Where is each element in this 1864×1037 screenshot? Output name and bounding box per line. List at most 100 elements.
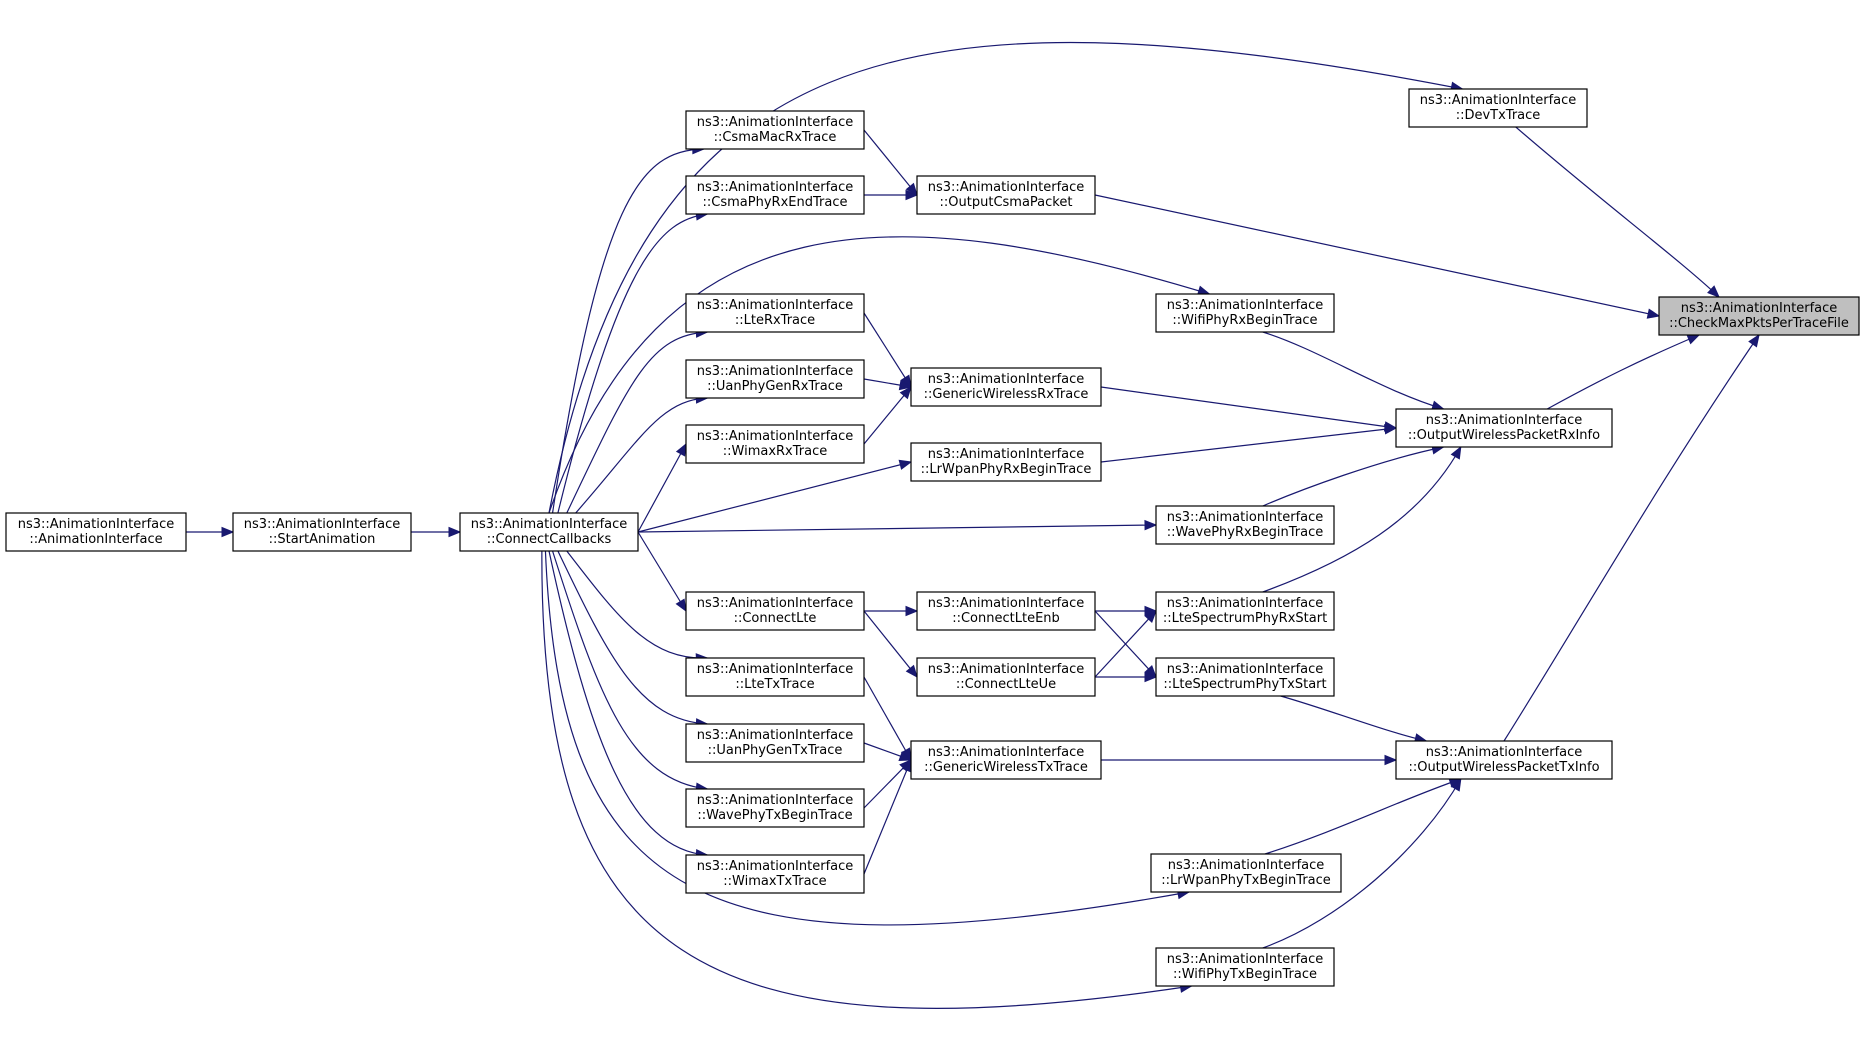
node-ltespectx[interactable]: ns3::AnimationInterface::LteSpectrumPhyT… <box>1155 657 1335 697</box>
node-box <box>685 293 865 333</box>
node-label-namespace: ns3::AnimationInterface <box>928 447 1085 462</box>
node-label-namespace: ns3::AnimationInterface <box>928 180 1085 195</box>
node-box <box>685 110 865 150</box>
node-ctor[interactable]: ns3::AnimationInterface::AnimationInterf… <box>5 512 187 552</box>
edge-genrx-to-outwrx <box>1100 386 1397 429</box>
edge-connectcb-to-lterx <box>566 331 708 514</box>
node-gentx[interactable]: ns3::AnimationInterface::GenericWireless… <box>910 740 1102 780</box>
node-ltetx[interactable]: ns3::AnimationInterface::LteTxTrace <box>685 657 865 697</box>
node-label-method: ::StartAnimation <box>269 532 376 547</box>
node-label-method: ::ConnectLteEnb <box>952 611 1060 626</box>
node-label-namespace: ns3::AnimationInterface <box>1420 93 1577 108</box>
node-box <box>685 424 865 464</box>
node-label-namespace: ns3::AnimationInterface <box>1168 858 1325 873</box>
node-label-namespace: ns3::AnimationInterface <box>697 364 854 379</box>
node-label-method: ::ConnectLte <box>734 611 817 626</box>
node-label-namespace: ns3::AnimationInterface <box>471 517 628 532</box>
node-csmaphyrxend[interactable]: ns3::AnimationInterface::CsmaPhyRxEndTra… <box>685 175 865 215</box>
edge-devtx-to-checkmax <box>1515 126 1720 298</box>
node-label-namespace: ns3::AnimationInterface <box>1167 952 1324 967</box>
edge-connectcb-to-wimaxrx-arrowhead <box>675 442 687 457</box>
node-box <box>5 512 187 552</box>
edge-connectcb-to-wifirxbegin <box>548 236 1210 514</box>
node-devtx[interactable]: ns3::AnimationInterface::DevTxTrace <box>1408 88 1588 128</box>
node-wifirxbegin[interactable]: ns3::AnimationInterface::WifiPhyRxBeginT… <box>1155 293 1335 333</box>
node-label-namespace: ns3::AnimationInterface <box>697 662 854 677</box>
node-label-method: ::GenericWirelessTxTrace <box>924 760 1088 775</box>
node-box <box>910 367 1102 407</box>
node-label-method: ::AnimationInterface <box>29 532 162 547</box>
node-waverxbegin[interactable]: ns3::AnimationInterface::WavePhyRxBeginT… <box>1155 505 1335 545</box>
edge-csmaphyrxend-to-outcsma-arrowhead <box>905 189 919 201</box>
edge-connectcb-to-devtx <box>548 41 1463 514</box>
node-connectlte[interactable]: ns3::AnimationInterface::ConnectLte <box>685 591 865 631</box>
node-label-namespace: ns3::AnimationInterface <box>1167 510 1324 525</box>
node-outcsma[interactable]: ns3::AnimationInterface::OutputCsmaPacke… <box>916 175 1096 215</box>
node-label-method: ::WimaxTxTrace <box>723 874 826 889</box>
node-box <box>685 788 865 828</box>
edge-connectcb-to-connectlte <box>637 531 687 612</box>
node-wimaxrx[interactable]: ns3::AnimationInterface::WimaxRxTrace <box>685 424 865 464</box>
node-label-method: ::CheckMaxPktsPerTraceFile <box>1669 316 1849 331</box>
node-uanrx[interactable]: ns3::AnimationInterface::UanPhyGenRxTrac… <box>685 359 865 399</box>
node-box <box>1395 740 1613 780</box>
node-checkmax[interactable]: ns3::AnimationInterface::CheckMaxPktsPer… <box>1658 296 1860 336</box>
node-lrwpantxbegin[interactable]: ns3::AnimationInterface::LrWpanPhyTxBegi… <box>1150 853 1342 893</box>
edge-ltespecrx-to-outwrx-arrowhead <box>1450 445 1462 460</box>
node-startanim[interactable]: ns3::AnimationInterface::StartAnimation <box>232 512 412 552</box>
node-label-method: ::LrWpanPhyTxBeginTrace <box>1161 873 1331 888</box>
edge-connectcb-to-wimaxtx <box>548 550 708 856</box>
node-box <box>916 175 1096 215</box>
node-label-method: ::WimaxRxTrace <box>723 444 827 459</box>
edge-startanim-to-connectcb-arrowhead <box>448 526 462 538</box>
node-label-namespace: ns3::AnimationInterface <box>928 662 1085 677</box>
edge-lrwpanrxbegin-to-outwrx-arrowhead <box>1383 424 1398 435</box>
node-connectlteenb[interactable]: ns3::AnimationInterface::ConnectLteEnb <box>916 591 1096 631</box>
node-wavetxbegin[interactable]: ns3::AnimationInterface::WavePhyTxBeginT… <box>685 788 865 828</box>
node-box <box>232 512 412 552</box>
node-wifitxbegin[interactable]: ns3::AnimationInterface::WifiPhyTxBeginT… <box>1155 947 1335 987</box>
node-box <box>685 723 865 763</box>
node-label-namespace: ns3::AnimationInterface <box>928 596 1085 611</box>
node-label-namespace: ns3::AnimationInterface <box>697 859 854 874</box>
node-label-namespace: ns3::AnimationInterface <box>697 115 854 130</box>
node-outwrx[interactable]: ns3::AnimationInterface::OutputWirelessP… <box>1395 408 1613 448</box>
node-box <box>1155 947 1335 987</box>
node-label-namespace: ns3::AnimationInterface <box>697 793 854 808</box>
node-box <box>1395 408 1613 448</box>
node-lterx[interactable]: ns3::AnimationInterface::LteRxTrace <box>685 293 865 333</box>
node-label-namespace: ns3::AnimationInterface <box>697 728 854 743</box>
node-connectcb[interactable]: ns3::AnimationInterface::ConnectCallback… <box>459 512 639 552</box>
node-label-namespace: ns3::AnimationInterface <box>928 745 1085 760</box>
node-label-method: ::WifiPhyTxBeginTrace <box>1173 967 1317 982</box>
edge-gentx-to-outwtx-arrowhead <box>1384 754 1398 766</box>
node-label-namespace: ns3::AnimationInterface <box>697 180 854 195</box>
node-connectlteue[interactable]: ns3::AnimationInterface::ConnectLteUe <box>916 657 1096 697</box>
node-csmamacrx[interactable]: ns3::AnimationInterface::CsmaMacRxTrace <box>685 110 865 150</box>
node-box <box>459 512 639 552</box>
node-ltespecrx[interactable]: ns3::AnimationInterface::LteSpectrumPhyR… <box>1155 591 1335 631</box>
node-box <box>685 175 865 215</box>
edge-outcsma-to-checkmax <box>1094 194 1660 317</box>
edge-ctor-to-startanim-arrowhead <box>221 526 235 538</box>
edge-uantx-to-gentx-arrowhead <box>898 751 913 762</box>
edge-lrwpanrxbegin-to-outwrx <box>1100 427 1397 463</box>
node-genrx[interactable]: ns3::AnimationInterface::GenericWireless… <box>910 367 1102 407</box>
node-uantx[interactable]: ns3::AnimationInterface::UanPhyGenTxTrac… <box>685 723 865 763</box>
node-label-method: ::GenericWirelessRxTrace <box>924 387 1089 402</box>
node-box <box>1658 296 1860 336</box>
edge-outwrx-to-checkmax <box>1546 334 1700 410</box>
node-outwtx[interactable]: ns3::AnimationInterface::OutputWirelessP… <box>1395 740 1613 780</box>
edge-connectcb-to-uantx <box>557 550 708 725</box>
node-label-method: ::LteSpectrumPhyRxStart <box>1163 611 1327 626</box>
node-label-namespace: ns3::AnimationInterface <box>1681 301 1838 316</box>
node-box <box>916 657 1096 697</box>
node-box <box>1155 293 1335 333</box>
node-wimaxtx[interactable]: ns3::AnimationInterface::WimaxTxTrace <box>685 854 865 894</box>
node-lrwpanrxbegin[interactable]: ns3::AnimationInterface::LrWpanPhyRxBegi… <box>910 442 1102 482</box>
node-label-namespace: ns3::AnimationInterface <box>1426 413 1583 428</box>
node-label-method: ::LteSpectrumPhyTxStart <box>1163 677 1326 692</box>
node-label-method: ::ConnectCallbacks <box>487 532 612 547</box>
edge-csmamacrx-to-outcsma <box>863 129 918 196</box>
